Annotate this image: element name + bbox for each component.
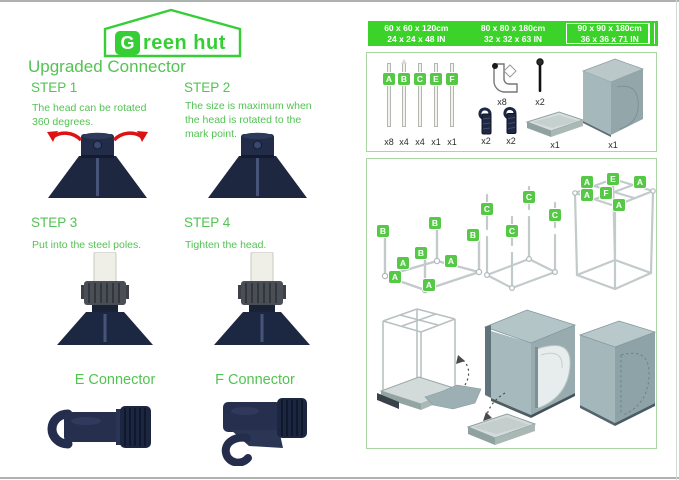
frame-label-badge: A [581, 189, 593, 201]
tent-stage3-diagram [578, 320, 657, 426]
pole-icon [387, 63, 391, 127]
frame-label-badge: F [600, 187, 612, 199]
frame-label-badge: B [467, 229, 479, 241]
corner-elbow-icon [492, 63, 518, 93]
part-count: x2 [506, 136, 516, 146]
part-label-badge: C [414, 73, 426, 85]
dashed-arrow-icon [483, 392, 506, 421]
step-2-description: The size is maximum when the head is rot… [185, 100, 312, 140]
size-option-1: 60 x 60 x 120cm 24 x 24 x 48 IN [368, 21, 465, 46]
part-count: x1 [447, 137, 457, 147]
f-connector-illustration [221, 398, 307, 466]
part-count: x8 [384, 137, 394, 147]
brand-name: reen hut [143, 32, 226, 54]
frame-label-badge: A [389, 271, 401, 283]
brand-g-badge: G [115, 31, 140, 55]
bottom-edge-line [0, 477, 679, 479]
part-count: x4 [399, 137, 409, 147]
bar-divider-line [649, 23, 650, 44]
frame-label-badge: A [634, 176, 646, 188]
fabric-cover-icon [424, 384, 482, 410]
frame-label-badge: C [523, 191, 535, 203]
tent-stage2-diagram [483, 309, 577, 418]
pole-icon [450, 63, 454, 127]
frame-label-badge: B [415, 247, 427, 259]
frame-label-badge: B [377, 225, 389, 237]
part-label-badge: E [430, 73, 442, 85]
size-option-2: 80 x 80 x 180cm 32 x 32 x 63 IN [465, 21, 562, 46]
assembly-steps-box: B B B B A A A A C C C C [366, 158, 657, 449]
house-outline-icon [103, 8, 242, 58]
step-4-heading: STEP 4 [184, 215, 231, 230]
hook-icon [503, 107, 517, 134]
f-connector-label: F Connector [215, 372, 295, 388]
size-3-inch: 36 x 36 x 71 IN [580, 34, 639, 45]
step-1-description: The head can be rotated 360 degrees. [32, 102, 147, 128]
top-edge-line [0, 0, 679, 2]
part-count: x2 [481, 136, 491, 146]
bar-divider-line [654, 23, 655, 44]
size-1-inch: 24 x 24 x 48 IN [387, 34, 446, 45]
pole-icon [418, 63, 422, 127]
size-2-cm: 80 x 80 x 180cm [480, 23, 546, 33]
pole-icon [401, 59, 407, 127]
tray-insert-diagram [466, 413, 537, 445]
size-2-inch: 32 x 32 x 63 IN [483, 34, 543, 45]
part-label-badge: F [446, 73, 458, 85]
frame-label-badge: C [549, 209, 561, 221]
parts-list-box: A x8 B x4 C x4 E x1 F x1 x8 [366, 52, 657, 152]
step-2-heading: STEP 2 [184, 80, 231, 95]
part-pole-c: C x4 [410, 61, 430, 151]
frame-label-badge: A [397, 257, 409, 269]
step-3-description: Put into the steel poles. [32, 239, 142, 251]
size-3-cm: 90 x 90 x 180cm [577, 23, 642, 33]
part-pole-b: B x4 [394, 59, 414, 151]
dashed-arrow-icon [456, 355, 470, 386]
size-option-3: 90 x 90 x 180cm 36 x 36 x 71 IN [561, 21, 658, 46]
frame-label-badge: A [445, 255, 457, 267]
part-count: x1 [608, 140, 618, 150]
frame-label-badge: C [481, 203, 493, 215]
connector-step4-illustration [214, 252, 310, 345]
size-1-cm: 60 x 60 x 120cm [384, 23, 449, 33]
part-count: x2 [535, 97, 545, 107]
frame-label-badge: C [506, 225, 518, 237]
part-count: x1 [431, 137, 441, 147]
tray-icon [525, 111, 585, 137]
tent-icon [581, 58, 645, 137]
frame-label-badge: A [423, 279, 435, 291]
part-label-badge: B [398, 73, 410, 85]
part-count: x4 [415, 137, 425, 147]
frame-label-badge: A [581, 176, 593, 188]
part-count: x1 [550, 140, 560, 150]
right-edge-line [676, 0, 677, 480]
frame-label-badge: B [429, 217, 441, 229]
connector-step2-illustration [208, 132, 307, 198]
part-label-badge: A [383, 73, 395, 85]
hook-icon [478, 107, 492, 135]
part-pole-e: E x1 [426, 61, 446, 151]
frame-stage1-diagram [381, 220, 483, 294]
e-connector-label: E Connector [74, 372, 156, 388]
connector-step3-illustration [57, 252, 153, 345]
brand-logo: G reen hut [103, 8, 243, 58]
frame-label-badge: E [607, 173, 619, 185]
e-connector-illustration [47, 406, 151, 449]
rotation-arrows-icon [47, 131, 148, 142]
part-count: x8 [497, 97, 507, 107]
step-3-heading: STEP 3 [31, 215, 78, 230]
size-options-bar: 60 x 60 x 120cm 24 x 24 x 48 IN 80 x 80 … [368, 21, 658, 46]
frame-label-badge: A [613, 199, 625, 211]
page-title: Upgraded Connector [28, 57, 186, 76]
connector-step1-illustration [47, 131, 148, 198]
rod-icon [536, 58, 544, 92]
step-1-heading: STEP 1 [31, 80, 78, 95]
pole-icon [434, 63, 438, 127]
part-pole-a: A x8 [379, 61, 399, 151]
tent-stage1-diagram [377, 308, 482, 410]
size-highlight-frame [566, 23, 649, 44]
step-4-description: Tighten the head. [185, 239, 267, 251]
part-pole-f: F x1 [442, 61, 462, 151]
